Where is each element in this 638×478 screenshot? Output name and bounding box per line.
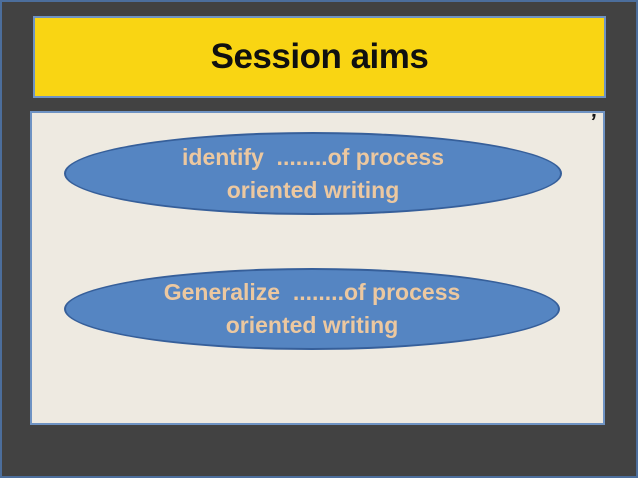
aim-identify-line-1: identify ........of process: [182, 143, 444, 170]
aim-generalize-line-2: oriented writing: [225, 312, 399, 338]
aim-identify-line-2: oriented writing: [226, 176, 400, 203]
title-banner: Session aims: [33, 16, 606, 98]
slide-title: Session aims: [210, 37, 429, 76]
aim-ellipse-identify: identify ........of process oriented wri…: [64, 132, 562, 215]
apostrophe-mark: ’: [588, 108, 598, 135]
aim-ellipse-generalize: Generalize ........of process oriented w…: [64, 268, 560, 350]
aim-generalize-line-1: Generalize ........of process: [163, 279, 461, 305]
content-panel: ’ identify ........of process oriented w…: [30, 108, 605, 425]
